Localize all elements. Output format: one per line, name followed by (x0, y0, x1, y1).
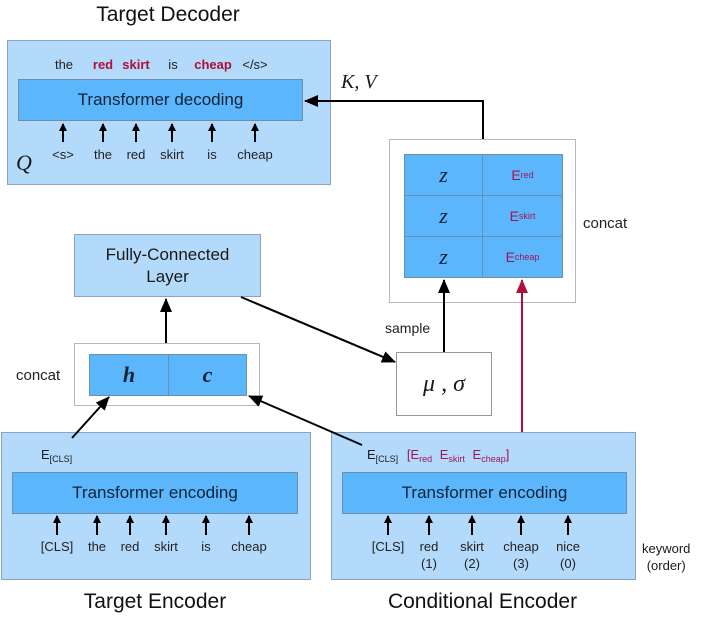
conditional-token-word: cheap (503, 539, 539, 554)
target-encoder-token: is (201, 539, 211, 554)
target-transformer-encoding-block: Transformer encoding (12, 472, 298, 514)
target-encoder-token: the (87, 539, 107, 554)
e-sub: red (419, 454, 433, 464)
decoder-input-token: skirt (160, 147, 184, 162)
decoder-input-tokens: <s> the red skirt is cheap (0, 147, 340, 165)
decoder-output-token: skirt (122, 57, 150, 72)
conditional-token-order: (1) (421, 556, 437, 571)
decoder-input-token: the (93, 147, 113, 162)
conditional-token-word: red (419, 539, 439, 554)
conditional-token-order: (3) (513, 556, 529, 571)
e-base: E (367, 447, 376, 462)
z-cell: z (404, 195, 483, 237)
e-sub: [CLS] (49, 454, 73, 464)
decoder-input-token: is (207, 147, 217, 162)
conditional-token-word: skirt (460, 539, 484, 554)
mu-sigma-box: μ , σ (396, 352, 492, 416)
fully-connected-layer: Fully-Connected Layer (74, 234, 261, 297)
e-sub: skirt (448, 454, 465, 464)
e-base: E (410, 447, 420, 462)
kv-arrow (304, 95, 484, 139)
hc-concat-label: concat (16, 367, 61, 384)
fc-to-mu-sigma-arrow (240, 296, 396, 363)
target-encoder-input-tokens: [CLS] the red skirt is cheap (0, 539, 320, 557)
e-base: E (511, 167, 521, 183)
z-cell: z (404, 236, 483, 278)
decoder-output-token: cheap (194, 57, 232, 72)
latent-concat-label: concat (583, 215, 628, 232)
e-base: E (505, 249, 515, 265)
e-sub: cheap (481, 454, 506, 464)
keyword-order-label: keyword (order) (642, 540, 690, 574)
decoder-title: Target Decoder (96, 3, 240, 26)
e-base: E (509, 208, 519, 224)
target-encoder-token: red (120, 539, 140, 554)
conditional-encoder-title: Conditional Encoder (387, 590, 578, 613)
query-label: Q (16, 150, 32, 175)
conditional-token-order: (0) (560, 556, 576, 571)
conditional-token-word: [CLS] (371, 539, 405, 554)
keyword-embed-skirt: Eskirt (439, 447, 465, 464)
z-cell: z (404, 154, 483, 196)
e-base: E (439, 447, 449, 462)
keyword-label: keyword (642, 541, 691, 556)
e-sub: skirt (518, 211, 536, 221)
conditional-transformer-encoding-block: Transformer encoding (342, 472, 627, 514)
fc-line2: Layer (146, 266, 189, 286)
decoder-input-token: <s> (52, 147, 74, 162)
cls-embed: E[CLS] (367, 447, 399, 464)
decoder-output-token: is (168, 57, 178, 72)
order-label: (order) (646, 558, 686, 573)
transformer-decoding-block: Transformer decoding (18, 79, 303, 121)
decoder-output-token: </s> (242, 57, 268, 72)
conditional-token-word: nice (556, 539, 580, 554)
conditional-encoder-embeds: E[CLS] [Ered Eskirt Echeap] (367, 447, 509, 464)
target-encoder-token: [CLS] (40, 539, 74, 554)
e-sub: [CLS] (375, 454, 399, 464)
decoder-output-token: red (92, 57, 114, 72)
kv-label: K, V (341, 71, 377, 93)
e-base: E (472, 447, 482, 462)
conditional-token-order: (2) (464, 556, 480, 571)
bracket: [ (406, 447, 411, 462)
keyword-embed-red: [Ered (406, 447, 433, 464)
h-cell: h (89, 354, 169, 396)
decoder-input-token: cheap (237, 147, 273, 162)
target-encoder-title: Target Encoder (83, 590, 227, 613)
decoder-output-token: the (54, 57, 74, 72)
fc-line1: Fully-Connected (105, 244, 230, 264)
e-sub: red (520, 170, 534, 180)
target-encoder-token: skirt (154, 539, 178, 554)
bracket: ] (505, 447, 510, 462)
e-base: E (41, 447, 50, 462)
e-sub: cheap (514, 252, 540, 262)
target-encoder-token: cheap (231, 539, 267, 554)
conditional-encoder-input-tokens: [CLS] red (1) skirt (2) cheap (3) nice (… (0, 539, 701, 575)
keyword-embed-cheap: Echeap] (472, 447, 510, 464)
sample-label: sample (385, 320, 431, 336)
target-encoder-cls-embed: E[CLS] (41, 447, 72, 464)
decoder-input-token: red (126, 147, 146, 162)
c-cell: c (168, 354, 247, 396)
decoder-output-tokens: the red skirt is cheap </s> (0, 57, 340, 75)
